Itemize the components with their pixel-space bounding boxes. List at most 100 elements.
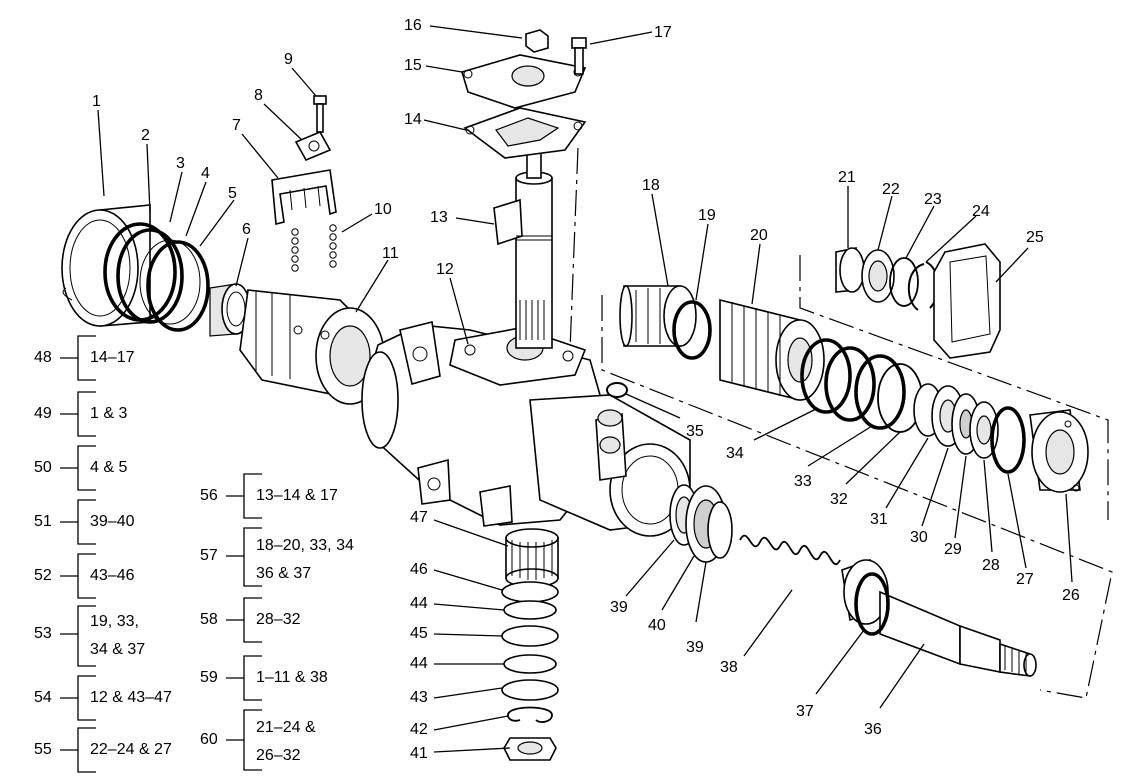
part-4-ring bbox=[139, 239, 201, 325]
group-number-50: 50 bbox=[34, 459, 52, 476]
part-25-lock-nut bbox=[933, 243, 1001, 359]
part-3-o-ring bbox=[116, 228, 184, 324]
callout-35: 35 bbox=[686, 423, 704, 440]
part-43-seal bbox=[501, 679, 559, 701]
callout-10: 10 bbox=[374, 201, 392, 218]
callout-13: 13 bbox=[430, 209, 448, 226]
part-22-bushing bbox=[861, 249, 895, 303]
callout-39-right: 39 bbox=[686, 639, 704, 656]
callout-8: 8 bbox=[254, 87, 263, 104]
callout-28: 28 bbox=[982, 557, 1000, 574]
callout-14: 14 bbox=[404, 111, 422, 128]
group-number-48: 48 bbox=[34, 349, 52, 366]
callout-46: 46 bbox=[410, 561, 428, 578]
callout-38: 38 bbox=[720, 659, 738, 676]
callout-36: 36 bbox=[864, 721, 882, 738]
group-number-49: 49 bbox=[34, 405, 52, 422]
part-17-bolt bbox=[571, 37, 587, 75]
callout-23: 23 bbox=[924, 191, 942, 208]
part-34-o-ring bbox=[800, 338, 852, 414]
callout-45: 45 bbox=[410, 625, 428, 642]
callout-16: 16 bbox=[404, 17, 422, 34]
callout-43: 43 bbox=[410, 689, 428, 706]
part-47-bearing bbox=[505, 528, 559, 588]
part-23-ring bbox=[889, 257, 919, 307]
callout-40: 40 bbox=[648, 617, 666, 634]
part-10-balls bbox=[291, 224, 337, 272]
group-parts-55: 22–24 & 27 bbox=[90, 736, 172, 764]
callout-24: 24 bbox=[972, 203, 990, 220]
group-line: 1 & 3 bbox=[90, 405, 128, 422]
group-line: 39–40 bbox=[90, 513, 135, 530]
part-5-o-ring bbox=[146, 240, 210, 332]
callout-1: 1 bbox=[92, 93, 101, 110]
callout-26: 26 bbox=[1062, 587, 1080, 604]
group-parts-59: 1–11 & 38 bbox=[256, 664, 328, 692]
part-19-o-ring bbox=[672, 300, 712, 360]
part-33-seal-ring bbox=[824, 346, 876, 422]
callout-6: 6 bbox=[242, 221, 251, 238]
callout-7: 7 bbox=[232, 117, 241, 134]
callout-11: 11 bbox=[382, 245, 399, 262]
part-39-40-bearing-assembly bbox=[669, 484, 733, 563]
group-number-56: 56 bbox=[200, 487, 218, 504]
group-parts-54: 12 & 43–47 bbox=[90, 684, 172, 712]
group-line: 1–11 & 38 bbox=[256, 669, 328, 686]
group-number-55: 55 bbox=[34, 741, 52, 758]
callout-12: 12 bbox=[436, 261, 454, 278]
callout-31: 31 bbox=[870, 511, 888, 528]
group-parts-60: 21–24 & 26–32 bbox=[256, 714, 316, 770]
group-number-60: 60 bbox=[200, 731, 218, 748]
group-number-52: 52 bbox=[34, 567, 52, 584]
group-line: 26–32 bbox=[256, 747, 301, 764]
part-21-bearing bbox=[835, 247, 865, 293]
part-41-nut bbox=[503, 737, 557, 761]
callout-32: 32 bbox=[830, 491, 848, 508]
callout-3: 3 bbox=[176, 155, 185, 172]
part-9-screw bbox=[313, 95, 327, 133]
part-35-o-ring bbox=[606, 382, 628, 398]
group-parts-57: 18–20, 33, 34 36 & 37 bbox=[256, 532, 354, 588]
part-33-seal-ring-b bbox=[854, 354, 906, 430]
group-parts-56: 13–14 & 17 bbox=[256, 482, 338, 510]
group-line: 21–24 & bbox=[256, 719, 316, 736]
group-line: 36 & 37 bbox=[256, 565, 312, 582]
callout-44-upper: 44 bbox=[410, 595, 428, 612]
callout-4: 4 bbox=[201, 165, 210, 182]
part-8-bracket bbox=[294, 130, 332, 162]
assembly-axis-lower bbox=[601, 295, 1113, 699]
part-13-sector-shaft bbox=[493, 139, 553, 349]
part-15-side-cover bbox=[461, 54, 587, 109]
part-37-o-ring bbox=[854, 572, 890, 636]
part-7-spring-clip bbox=[271, 169, 337, 226]
group-line: 28–32 bbox=[256, 611, 301, 628]
callout-25: 25 bbox=[1026, 229, 1044, 246]
leader-lines bbox=[97, 25, 1073, 753]
group-number-51: 51 bbox=[34, 513, 52, 530]
callout-30: 30 bbox=[910, 529, 928, 546]
group-line: 34 & 37 bbox=[90, 641, 146, 658]
group-line: 4 & 5 bbox=[90, 459, 128, 476]
part-18-cage bbox=[619, 285, 697, 347]
callout-41: 41 bbox=[410, 745, 428, 762]
group-line: 12 & 43–47 bbox=[90, 689, 172, 706]
group-number-53: 53 bbox=[34, 625, 52, 642]
callout-21: 21 bbox=[838, 169, 856, 186]
part-45-seal bbox=[501, 625, 559, 647]
group-line: 19, 33, bbox=[90, 613, 139, 630]
group-line: 18–20, 33, 34 bbox=[256, 537, 354, 554]
group-line: 43–46 bbox=[90, 567, 135, 584]
part-6-bushing bbox=[209, 283, 251, 337]
group-parts-58: 28–32 bbox=[256, 606, 301, 634]
group-number-59: 59 bbox=[200, 669, 218, 686]
callout-37: 37 bbox=[796, 703, 814, 720]
part-14-gasket bbox=[463, 107, 587, 159]
callout-44-lower: 44 bbox=[410, 655, 428, 672]
group-parts-48: 14–17 bbox=[90, 344, 135, 372]
group-parts-52: 43–46 bbox=[90, 562, 135, 590]
group-parts-53: 19, 33, 34 & 37 bbox=[90, 608, 145, 664]
part-38-spring bbox=[739, 534, 841, 566]
part-36-worm-shaft bbox=[841, 558, 1037, 677]
callout-39-left: 39 bbox=[610, 599, 628, 616]
part-27-o-ring bbox=[990, 406, 1026, 474]
